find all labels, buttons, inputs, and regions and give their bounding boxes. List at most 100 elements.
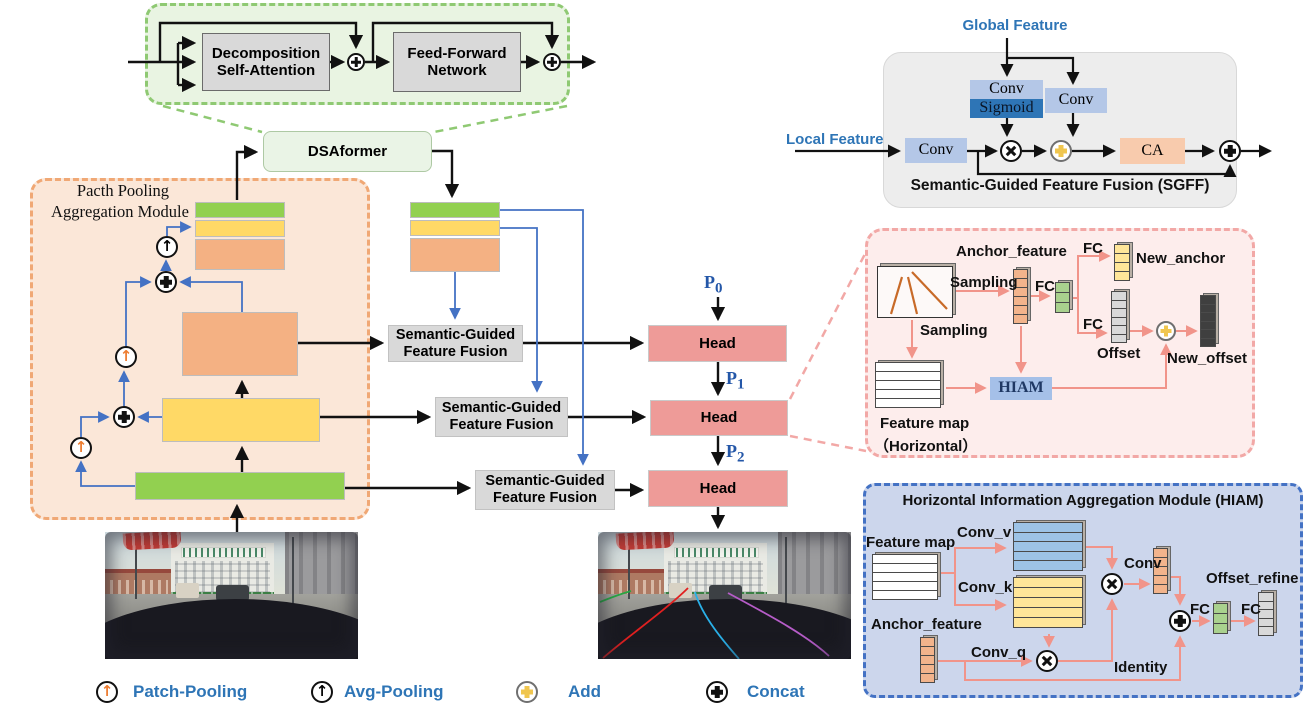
- conv-box: Conv: [905, 138, 967, 163]
- add-icon: [347, 53, 365, 71]
- car-hood: [105, 599, 358, 659]
- new-anchor-cells: [1114, 242, 1133, 281]
- dsaformer-box: DSAformer: [263, 131, 432, 172]
- pole: [292, 537, 295, 604]
- value-slabs: [1013, 520, 1086, 571]
- sigmoid-box: Sigmoid: [970, 99, 1043, 118]
- concat-icon: [706, 681, 728, 703]
- add-icon: [516, 681, 538, 703]
- vignette: [105, 532, 358, 659]
- feature-bar-orange: [410, 238, 500, 272]
- fc-label: FC: [1083, 316, 1103, 333]
- concat-icon: [155, 271, 177, 293]
- concat-icon: [1169, 610, 1191, 632]
- feature-map-label-line2: （Horizontal）: [874, 438, 978, 455]
- head-box-2: Head: [650, 400, 788, 436]
- aggregated-cells: [1153, 546, 1171, 594]
- car: [216, 585, 250, 601]
- new-offset-label: New_offset: [1167, 350, 1248, 367]
- pole: [628, 542, 631, 600]
- offset-cells: [1111, 289, 1130, 343]
- feature-bar-orange: [195, 239, 285, 270]
- feed-forward-network-box: Feed-Forward Network: [393, 32, 521, 92]
- feature-bar-yellow: [410, 220, 500, 236]
- anchor-feature-cells: [920, 635, 938, 683]
- decomposition-self-attention-box: Decomposition Self-Attention: [202, 33, 330, 91]
- offset-refine-label: Offset_refine: [1206, 570, 1299, 587]
- head-box-1: Head: [648, 325, 787, 362]
- vignette: [598, 532, 851, 659]
- local-feature-label: Local Feature: [786, 131, 884, 148]
- legend-concat: Concat: [747, 682, 805, 701]
- fc-label: FC: [1190, 601, 1210, 618]
- anchor-image: [877, 263, 956, 318]
- p2-label: P2: [726, 441, 745, 466]
- conv-k-label: Conv_k: [958, 579, 1013, 596]
- bank-sign: [673, 547, 760, 559]
- feature-bar-green: [195, 202, 285, 218]
- ca-box: CA: [1120, 138, 1185, 164]
- new-offset-cells: [1200, 293, 1219, 347]
- conv-q-label: Conv_q: [971, 644, 1027, 661]
- sampling-label: Sampling: [950, 274, 1018, 291]
- anchor-feature-label: Anchor_feature: [871, 616, 982, 633]
- patch-pooling-icon: ↑: [96, 681, 118, 703]
- conv-v-label: Conv_v: [957, 524, 1012, 541]
- feature-bar-green: [410, 202, 500, 218]
- sgff-box-1: Semantic-Guided Feature Fusion: [388, 325, 523, 362]
- hiam-box: HIAM: [990, 377, 1052, 400]
- offset-refine-cells: [1258, 590, 1277, 636]
- avg-pooling-icon: ↑: [311, 681, 333, 703]
- feature-map-label: Feature map: [866, 534, 956, 551]
- sgff-caption: Semantic-Guided Feature Fusion (SGFF): [910, 177, 1210, 194]
- ppam-title-line1: Pacth Pooling: [76, 181, 170, 200]
- fc-label: FC: [1083, 240, 1103, 257]
- level3-feature-block: [182, 312, 298, 376]
- hiam-title: Horizontal Information Aggregation Modul…: [902, 492, 1264, 509]
- key-slabs: [1013, 575, 1086, 628]
- concat-icon: [1219, 140, 1241, 162]
- pole: [135, 542, 138, 600]
- output-image: [598, 532, 851, 659]
- feature-map-label-line1: Feature map: [880, 415, 970, 432]
- anchor-feature-label: Anchor_feature: [956, 243, 1067, 260]
- bus: [668, 582, 692, 599]
- fc-cells: [1213, 601, 1231, 634]
- concat-icon: [113, 406, 135, 428]
- new-anchor-label: New_anchor: [1136, 250, 1226, 267]
- add-icon: [1050, 140, 1072, 162]
- fc-label: FC: [1241, 601, 1261, 618]
- sampling-label: Sampling: [920, 322, 988, 339]
- fc-label: FC: [1035, 278, 1055, 295]
- sgff-box-2: Semantic-Guided Feature Fusion: [435, 397, 568, 437]
- add-icon: [543, 53, 561, 71]
- lane-detections: [599, 587, 830, 659]
- p1-label: P1: [726, 368, 745, 393]
- legend-patch-pooling: Patch-Pooling: [133, 682, 248, 701]
- horizontal-feature-map: [875, 360, 944, 408]
- feature-bar-yellow: [195, 220, 285, 237]
- p0-label: P0: [704, 272, 723, 297]
- legend-add: Add: [568, 682, 602, 701]
- add-icon: [1156, 321, 1176, 341]
- patch-pooling-icon: ↑: [70, 437, 92, 459]
- legend-avg-pooling: Avg-Pooling: [344, 682, 444, 701]
- anchor-feature-cells: [1013, 267, 1031, 324]
- fc-feature-cells: [1055, 280, 1073, 313]
- input-image: [105, 532, 358, 659]
- bus: [175, 582, 199, 599]
- conv-box: Conv: [1045, 88, 1107, 113]
- identity-label: Identity: [1114, 659, 1168, 676]
- sgff-box-3: Semantic-Guided Feature Fusion: [475, 470, 615, 510]
- bank-sign: [180, 547, 267, 559]
- pole: [785, 537, 788, 604]
- patch-pooling-icon: ↑: [115, 346, 137, 368]
- conv-label: Conv: [1124, 555, 1162, 572]
- global-feature-label: Global Feature: [962, 17, 1068, 34]
- ppam-title-line2: Aggregation Module: [51, 202, 189, 221]
- conv-box: Conv: [970, 80, 1043, 99]
- level2-feature-block: [162, 398, 320, 442]
- offset-label: Offset: [1097, 345, 1141, 362]
- level1-feature-block: [135, 472, 345, 500]
